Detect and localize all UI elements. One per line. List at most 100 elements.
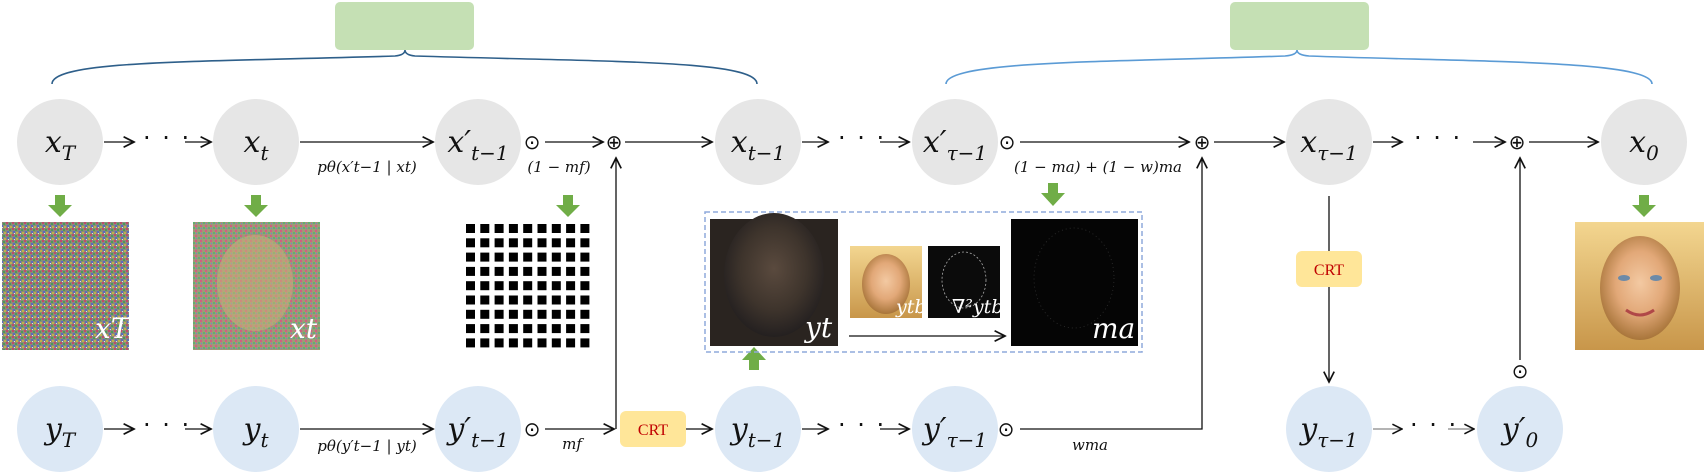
mask-cell [466,281,475,291]
svg-text:xt−1: xt−1 [731,125,785,165]
mask-cell [508,238,518,248]
oplus-top-2: ⊕ [1194,130,1211,154]
svg-text:xT: xT [95,312,132,345]
mask-cell [523,266,533,276]
mask-cell [508,309,518,319]
mask-cell [523,281,533,291]
mask-cell [508,266,518,276]
mask-cell [537,224,547,233]
mask-cell [580,224,590,233]
mask-cell [551,224,561,233]
odot-bottom-2: ⊙ [998,417,1015,441]
top-transition-label: pθ(x′t−1 | xt) [317,158,417,176]
mask-cell [580,295,590,305]
node-y-prime-0: y′0 [1477,386,1563,472]
mask-cell [494,266,504,276]
mask-cell [523,224,533,233]
mask-cell [537,295,547,305]
green-arrow-x0 [1632,195,1656,217]
wma-label: wma [1072,436,1108,454]
svg-text:∇²ytb: ∇²ytb [952,296,1003,318]
mask-cell [551,309,561,319]
mask-cell [508,295,518,305]
mask-cell [551,281,561,291]
mask-cell [480,295,490,305]
blend-top-label: (1 − ma) + (1 − w)ma [1014,158,1182,176]
output-face-image-x0 [1575,222,1704,350]
mask-cell [551,338,561,348]
mask-cell [466,295,475,305]
mask-cell [551,295,561,305]
node-y-t-1: yt−1 [715,386,801,472]
node-x-prime-tau-1: x′τ−1 [912,99,998,185]
node-x-0: x0 [1601,99,1687,185]
mask-cell [523,295,533,305]
left-brace [51,49,758,85]
mask-cell [537,238,547,248]
one-minus-mf-label: (1 − mf) [527,158,590,176]
mask-cell [494,309,504,319]
mask-cell [551,238,561,248]
mask-cell [566,309,576,319]
crt-box-2: CRT [1296,251,1362,287]
dots-top-2: · · · [838,124,886,152]
mask-cell [508,224,518,233]
noisy-face-image-xt: xt [193,222,320,350]
svg-text:x0: x0 [1629,125,1659,165]
mask-cell [537,309,547,319]
odot-y0: ⊙ [1512,359,1529,383]
svg-text:x′t−1: x′t−1 [447,125,508,165]
mask-cell [494,281,504,291]
mask-cell [494,224,504,233]
attention-mask-image-ma: ma [1011,219,1138,346]
mask-cell [466,266,475,276]
mask-cell [466,252,475,262]
mask-cell [551,324,561,334]
node-x-tau-1: xτ−1 [1286,99,1372,185]
dots-top-1: · · · [143,124,191,152]
mask-cell [566,338,576,348]
svg-text:yt: yt [803,311,833,344]
mask-cell [466,224,475,233]
mask-cell [580,324,590,334]
svg-text:x′τ−1: x′τ−1 [923,125,987,165]
mask-cell [523,338,533,348]
green-arrow-mask [556,195,580,217]
mask-cell [508,281,518,291]
laplacian-image: ∇²ytb [928,246,1003,318]
svg-text:xτ−1: xτ−1 [1300,125,1357,165]
mask-cell [480,224,490,233]
mask-cell [537,266,547,276]
node-y-prime-t-1: y′t−1 [435,386,521,472]
node-x-t: xt [213,99,299,185]
right-green-box [1230,2,1369,50]
svg-text:yt: yt [242,412,270,452]
green-arrow-up-yt [742,347,766,370]
node-x-T: xT [17,99,103,185]
node-y-t: yt [213,386,299,472]
mask-cell [566,295,576,305]
svg-text:yt−1: yt−1 [729,412,785,452]
mask-cell [480,238,490,248]
green-arrow-xT [48,195,72,217]
mask-cell [494,252,504,262]
svg-text:CRT: CRT [638,422,668,439]
svg-text:xt: xt [290,312,318,345]
odot-bottom-1: ⊙ [524,417,541,441]
bottom-transition-label: pθ(y′t−1 | yt) [317,437,417,455]
dots-top-3: · · · [1414,124,1462,152]
noise-image-xT: xT [2,222,132,350]
left-green-box [335,2,474,50]
mask-cell [494,324,504,334]
node-x-t-1: xt−1 [715,99,801,185]
node-y-T: yT [17,386,103,472]
mask-cell [480,281,490,291]
mask-cell [508,338,518,348]
mask-cell [537,281,547,291]
mask-cell [494,295,504,305]
dark-face-image-yt: yt [710,213,838,346]
mask-cell [566,252,576,262]
mask-cell [494,238,504,248]
mask-cell [466,238,475,248]
mask-cell [566,281,576,291]
